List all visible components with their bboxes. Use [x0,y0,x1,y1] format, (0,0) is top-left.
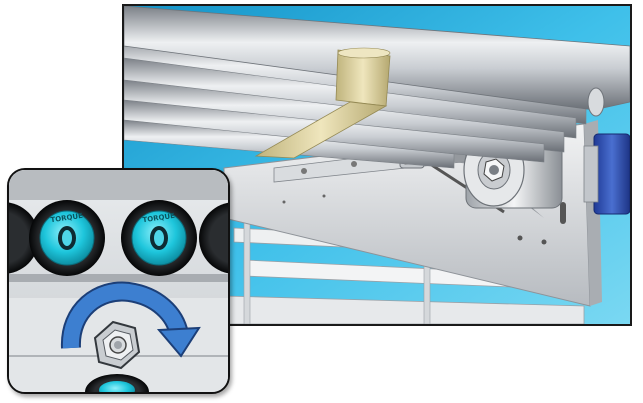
detail-inset-tension-adjust: TORQUE TORQUE [7,168,230,394]
drive-motor [583,133,630,215]
caster-wheel-right: TORQUE [121,200,197,276]
hex-nut [93,320,141,370]
caster-wheel-left: TORQUE [29,200,105,276]
caster-wheel-partial [9,202,39,274]
transfer-belt [254,47,391,159]
caster-wheel-lower [85,374,149,392]
clockwise-rotation-arrow-icon [60,281,201,358]
caster-wheel-partial-right [199,202,228,274]
